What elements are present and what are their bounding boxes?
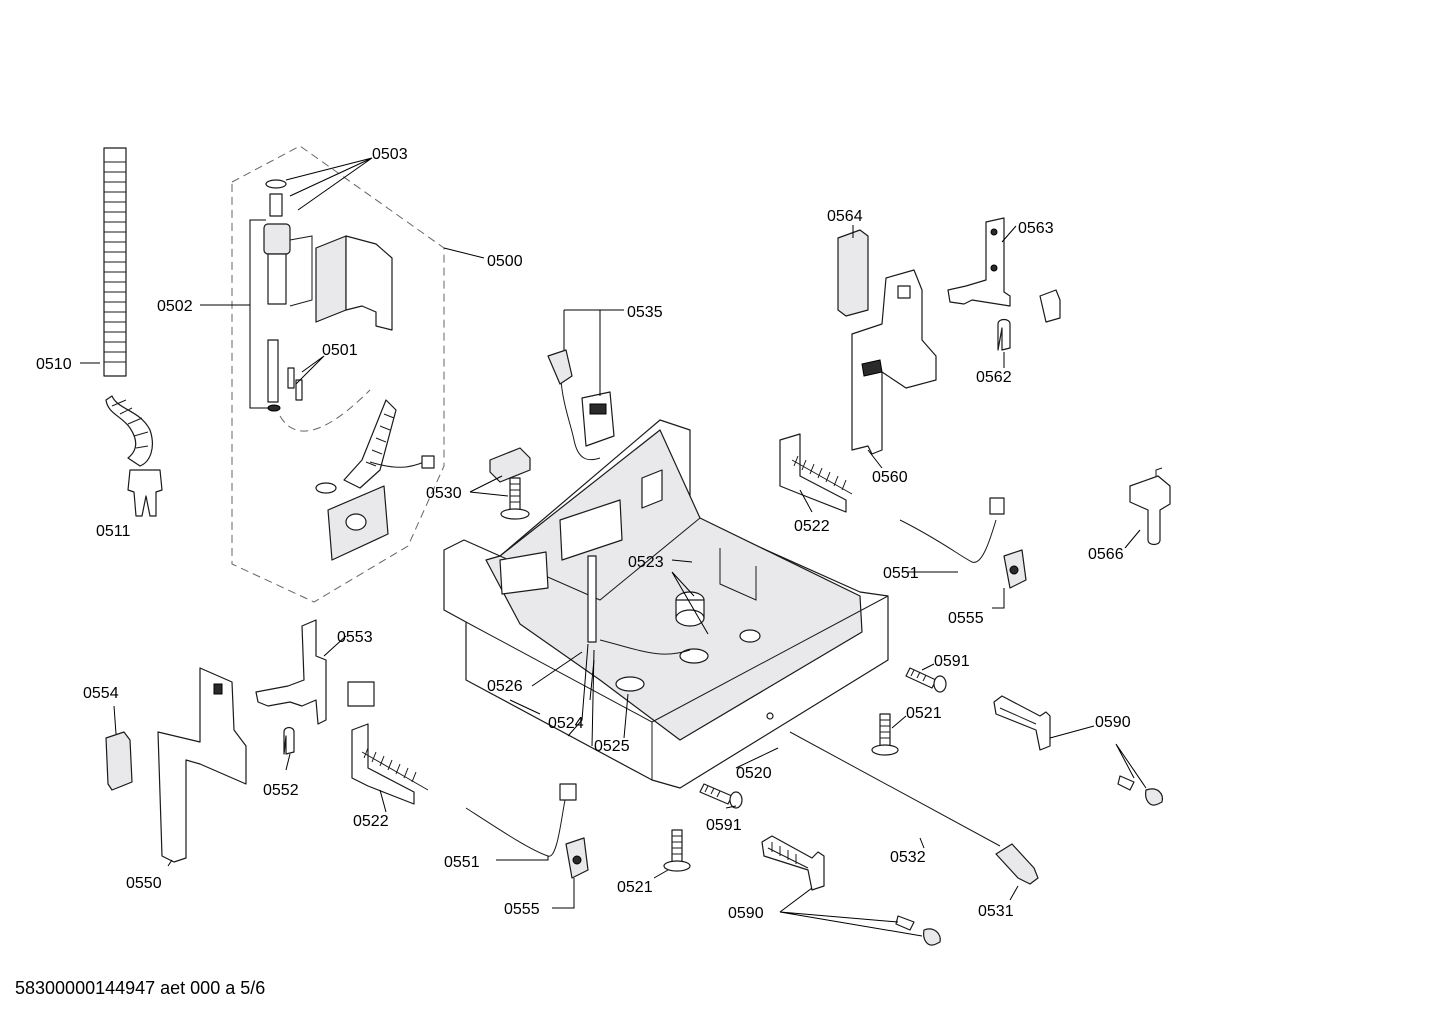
- callout-0591-left: 0591: [706, 817, 742, 834]
- part-sensor-right: [1003, 549, 1027, 589]
- part-sensor-cable-right: [899, 497, 1005, 563]
- part-hose-clip: [127, 469, 163, 517]
- callout-0551-right: 0551: [883, 565, 919, 582]
- part-pins: [287, 367, 303, 401]
- part-rail-cap-right: [1145, 788, 1163, 806]
- callout-0522-right: 0522: [794, 518, 830, 535]
- callout-0555-left: 0555: [504, 901, 540, 918]
- callout-0503: 0503: [372, 146, 408, 163]
- part-spring-clip: [997, 318, 1011, 351]
- callout-0511: 0511: [96, 523, 131, 540]
- part-corrugated-hose: [279, 389, 435, 489]
- part-small-clip: [283, 726, 295, 755]
- callout-0552: 0552: [263, 782, 299, 799]
- callout-0502: 0502: [157, 298, 193, 315]
- part-drain-hose: [103, 147, 153, 467]
- document-id: 58300000144947 aet 000 a 5/6: [15, 978, 266, 998]
- callout-0564: 0564: [827, 208, 863, 225]
- leader-lines: [80, 157, 1147, 937]
- part-sensor-cover: [315, 235, 393, 331]
- part-leveling-rail-right: [993, 695, 1051, 751]
- part-switch-clip: [1039, 289, 1061, 323]
- callout-0590-left: 0590: [728, 905, 764, 922]
- callout-0523: 0523: [628, 554, 664, 571]
- callout-0501: 0501: [322, 342, 358, 359]
- part-leveling-rail-bottom: [761, 835, 825, 891]
- assembly-outline: [231, 145, 445, 603]
- part-sensor-cable-bottom: [465, 783, 577, 857]
- part-cable-harness: [547, 349, 615, 461]
- callout-labels: 0503 0500 0502 0501 0510 0511 0535 0530 …: [36, 146, 1131, 922]
- callout-0532: 0532: [890, 849, 926, 866]
- callout-0526: 0526: [487, 678, 523, 695]
- callout-0560: 0560: [872, 469, 908, 486]
- part-rail-screw-right: [1117, 775, 1135, 791]
- callout-0551-left: 0551: [444, 854, 480, 871]
- callout-0521-right: 0521: [906, 705, 942, 722]
- callout-0524: 0524: [548, 715, 584, 732]
- callout-0500: 0500: [487, 253, 523, 270]
- part-side-bracket: [851, 269, 937, 455]
- part-foot-right: [871, 713, 899, 756]
- callout-0563: 0563: [1018, 220, 1054, 237]
- callout-0555-right: 0555: [948, 610, 984, 627]
- callout-0522-left: 0522: [353, 813, 389, 830]
- part-switch-bracket: [947, 217, 1011, 307]
- part-rod-end: [995, 843, 1039, 885]
- part-foot-block: [489, 447, 531, 483]
- part-rail-screw-bottom: [895, 915, 915, 931]
- callout-0520: 0520: [736, 765, 772, 782]
- part-hinge-bracket: [255, 619, 375, 725]
- part-clamp: [315, 482, 337, 494]
- callout-0553: 0553: [337, 629, 373, 646]
- part-valve: [1129, 467, 1171, 546]
- part-side-panel: [157, 667, 247, 863]
- callout-0562: 0562: [976, 369, 1012, 386]
- callout-0531: 0531: [978, 903, 1014, 920]
- part-screw-left: [699, 783, 743, 809]
- part-level-sensor: [263, 179, 313, 412]
- part-cover-strip: [105, 731, 133, 791]
- callout-0521-left: 0521: [617, 879, 653, 896]
- callout-0566: 0566: [1088, 546, 1124, 563]
- part-hinge-spring-right: [779, 433, 853, 513]
- part-base-tub: [443, 419, 889, 789]
- part-foot-left: [663, 829, 691, 872]
- callout-0550: 0550: [126, 875, 162, 892]
- part-housing-plate: [327, 485, 389, 561]
- part-rod: [789, 731, 1001, 847]
- callout-0530: 0530: [426, 485, 462, 502]
- callout-0525: 0525: [594, 738, 630, 755]
- part-rail-cap-bottom: [923, 928, 941, 946]
- part-sensor-bottom: [565, 837, 589, 879]
- part-adjustable-foot: [500, 477, 530, 520]
- callout-0510: 0510: [36, 356, 72, 373]
- part-hinge-spring-left: [351, 723, 429, 805]
- part-screw-right: [905, 667, 947, 693]
- callout-0590-right: 0590: [1095, 714, 1131, 731]
- part-bracket-cap: [837, 229, 869, 317]
- callout-0591-right: 0591: [934, 653, 970, 670]
- callout-0535: 0535: [627, 304, 663, 321]
- callout-0554: 0554: [83, 685, 119, 702]
